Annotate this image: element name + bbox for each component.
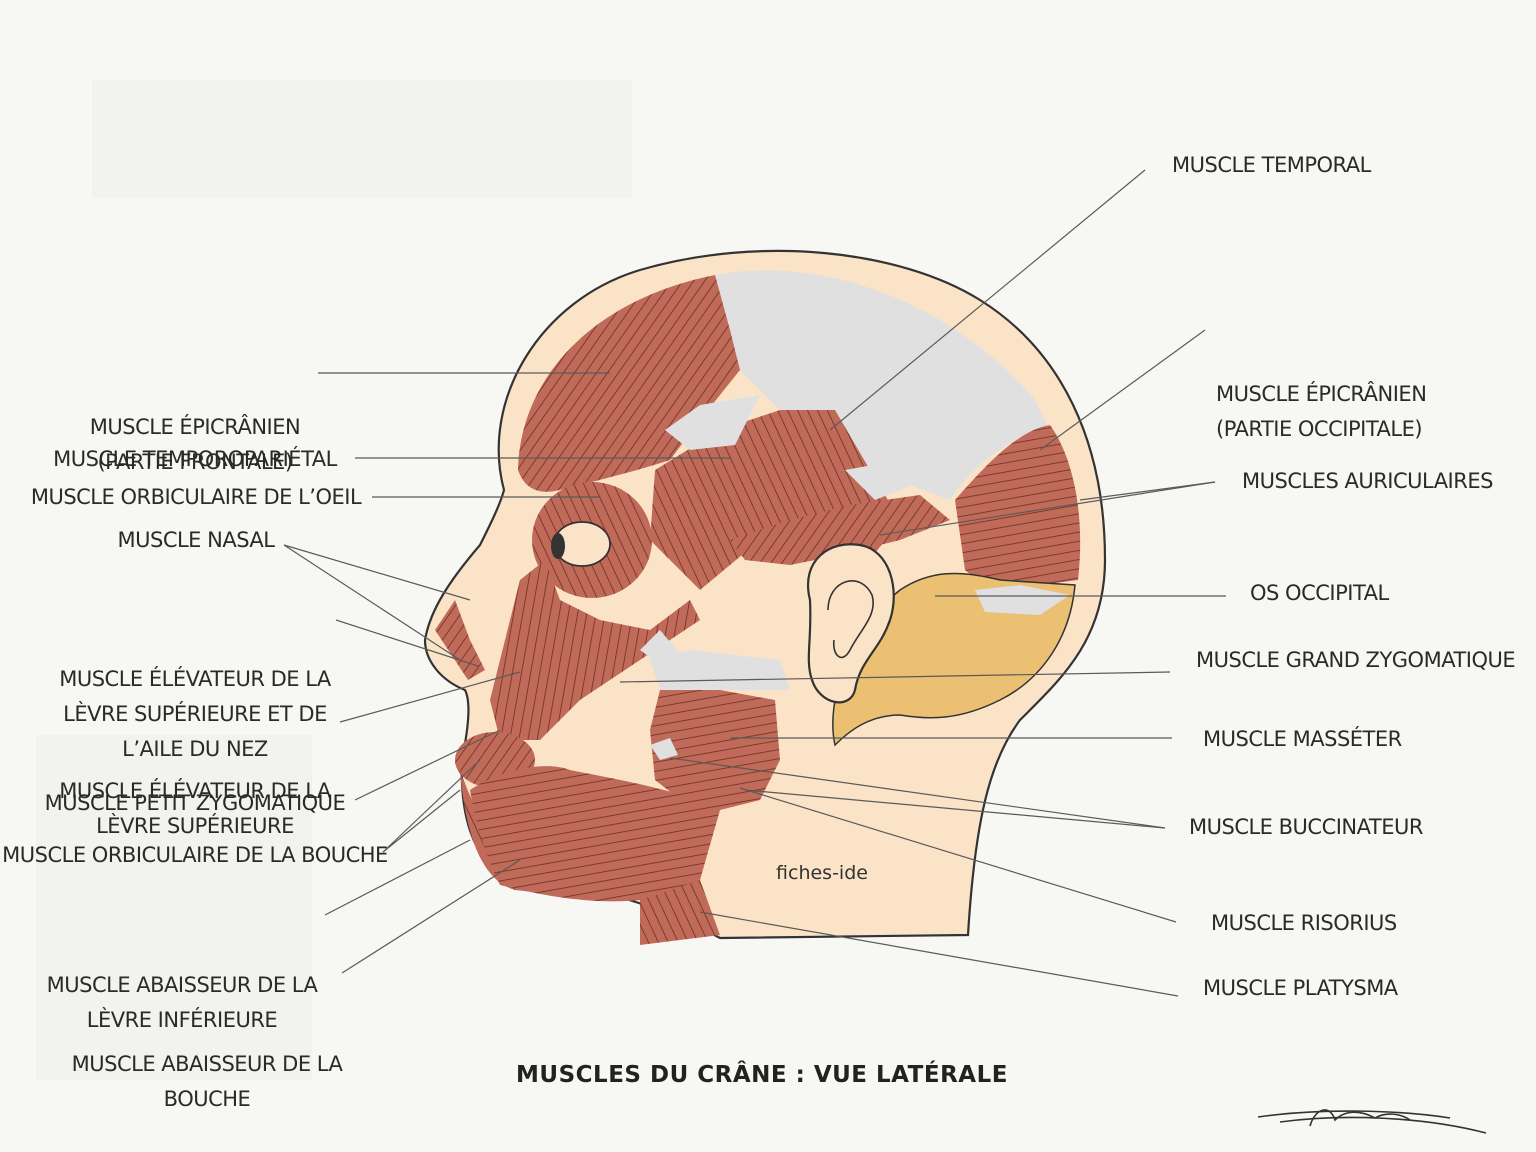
label-orbiculaire-bouche: MUSCLE ORBICULAIRE DE LA BOUCHE (2, 843, 388, 867)
galea-aponeurosis (715, 270, 1050, 500)
label-temporoparietal: MUSCLE TEMPOROPARIÉTAL (53, 447, 337, 471)
label-masseter: MUSCLE MASSÉTER (1203, 727, 1402, 751)
label-petit-zygomatique: MUSCLE PETIT ZYGOMATIQUE (44, 791, 346, 815)
background-panel-top (92, 80, 632, 198)
signature (1257, 1109, 1487, 1134)
ear-inner (827, 580, 874, 659)
label-orbiculaire-oeil: MUSCLE ORBICULAIRE DE L’OEIL (30, 485, 362, 509)
temporal-tendon (665, 395, 760, 450)
label-auriculaires: MUSCLES AURICULAIRES (1242, 469, 1493, 493)
occipital-bone (832, 572, 1076, 747)
diagram-title: MUSCLES DU CRÂNE : VUE LATÉRALE (516, 1062, 1008, 1088)
auricular-muscles (730, 495, 950, 565)
label-epicranien-occipital: MUSCLE ÉPICRÂNIEN(PARTIE OCCIPITALE) (1216, 382, 1427, 441)
leader-lines (283, 169, 1226, 997)
label-os-occipital: OS OCCIPITAL (1250, 581, 1389, 605)
occipital-muscle (955, 425, 1081, 590)
levator-labii-muscles (490, 560, 700, 740)
watermark: fiches-ide (776, 862, 868, 884)
eye-pupil (551, 533, 565, 559)
ear (807, 543, 895, 704)
label-buccinateur: MUSCLE BUCCINATEUR (1189, 815, 1423, 839)
label-temporal: MUSCLE TEMPORAL (1172, 153, 1371, 177)
label-risorius: MUSCLE RISORIUS (1211, 911, 1397, 935)
auricular-tendon (845, 460, 925, 500)
background-panel-left (36, 735, 312, 1080)
label-grand-zygomatique: MUSCLE GRAND ZYGOMATIQUE (1196, 648, 1516, 672)
buccinator-tendon (650, 738, 678, 760)
label-platysma: MUSCLE PLATYSMA (1203, 976, 1398, 1000)
chin-depressors (470, 766, 720, 902)
depressor-platysma (460, 770, 720, 945)
nasal-muscle (435, 600, 485, 680)
occipital-tendon (975, 585, 1070, 615)
label-nasal: MUSCLE NASAL (117, 528, 276, 552)
masseter (650, 690, 780, 815)
label-epicranien-frontal: MUSCLE ÉPICRÂNIEN(PARTIE FRONTALE) (89, 415, 301, 474)
tendon-patch (640, 630, 685, 668)
